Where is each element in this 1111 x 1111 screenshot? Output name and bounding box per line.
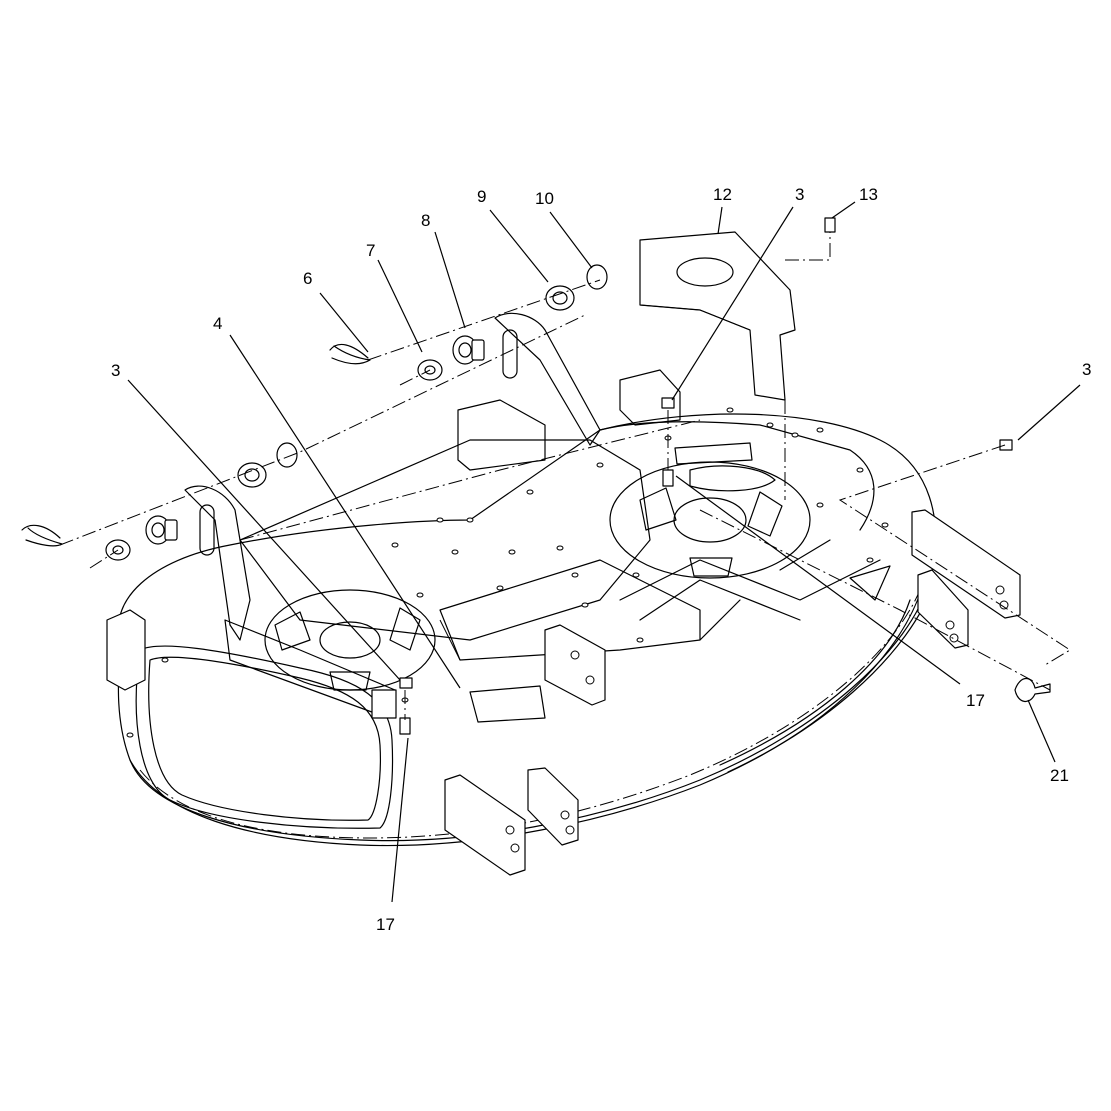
callout-7: 7	[366, 241, 375, 260]
idler-arm-left	[184, 485, 397, 719]
callout-4: 4	[213, 314, 222, 333]
hitch-bracket-center	[544, 624, 606, 706]
idler-arm-center	[457, 312, 681, 471]
callout-3-center: 3	[795, 185, 804, 204]
belt-shield	[639, 231, 796, 401]
callout-3-right: 3	[1082, 360, 1091, 379]
callout-13: 13	[859, 185, 878, 204]
callout-6: 6	[303, 269, 312, 288]
callout-8: 8	[421, 211, 430, 230]
callout-labels: 3 4 6 7 8 9 10 12 3 13 3 17 21 17	[111, 185, 1091, 934]
decal-panels	[469, 442, 891, 723]
explosion-lines	[59, 232, 1071, 720]
callout-12: 12	[713, 185, 732, 204]
hardware-stack-left	[21, 442, 298, 561]
leader-lines	[127, 201, 1081, 903]
callout-3-left: 3	[111, 361, 120, 380]
callout-10: 10	[535, 189, 554, 208]
spindle-right-outline	[689, 465, 776, 492]
callout-17-right: 17	[966, 691, 985, 710]
hardware-stack-upper	[329, 264, 608, 381]
hitch-bracket-front-2	[527, 767, 579, 846]
deck-holes	[126, 407, 889, 738]
hitch-bracket-front-1	[444, 774, 526, 876]
hitch-bracket-right-2	[917, 569, 969, 649]
callout-17-bottom: 17	[376, 915, 395, 934]
callout-9: 9	[477, 187, 486, 206]
spindle-center	[609, 461, 811, 579]
callout-21: 21	[1050, 766, 1069, 785]
fasteners	[399, 217, 1051, 735]
hitch-bracket-right-1	[911, 509, 1021, 619]
spindle-left	[264, 589, 436, 691]
hitch-bracket-front-left	[106, 609, 146, 691]
